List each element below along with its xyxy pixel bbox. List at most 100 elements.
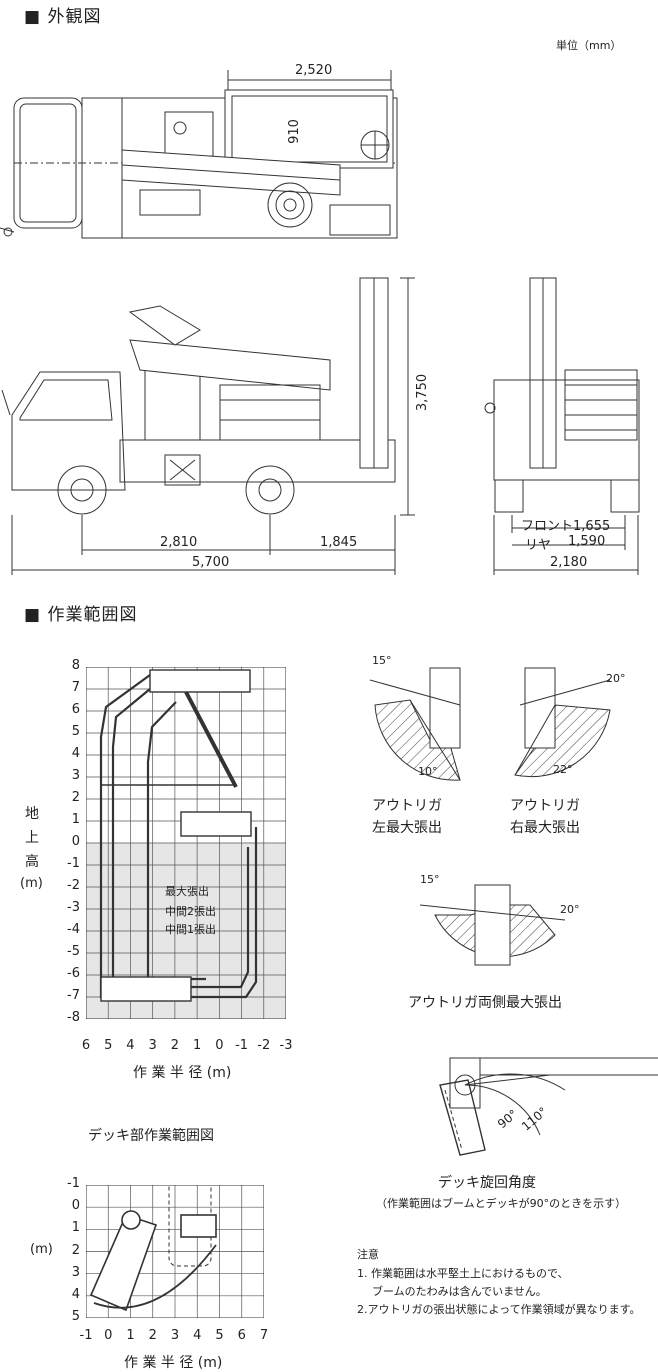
notes-line-1: 1. 作業範囲は水平堅土上におけるもので、 — [357, 1267, 569, 1280]
tick-label: 2 — [71, 790, 80, 805]
main-ylabel-unit: (m) — [20, 876, 43, 891]
tick-label: 0 — [71, 834, 80, 849]
angle-20-right: 20° — [606, 672, 626, 685]
dim-overall-height: 3,750 — [415, 373, 431, 412]
outrigger-left-label-2: 左最大張出 — [372, 820, 442, 836]
tick-label: -1 — [67, 1176, 80, 1191]
tick-label: 5 — [71, 1309, 80, 1324]
tick-label: 3 — [71, 768, 80, 783]
angle-15-left: 15° — [372, 654, 392, 667]
main-ylabel-3: 高 — [25, 854, 39, 870]
tick-label: -2 — [257, 1038, 271, 1053]
exterior-drawings — [0, 70, 640, 575]
tick-label: -3 — [67, 900, 80, 915]
deck-xlabel: 作 業 半 径 (m) — [124, 1355, 223, 1371]
tick-label: 6 — [81, 1038, 91, 1053]
tick-label: -8 — [67, 1010, 80, 1025]
deck-rotation-diagram — [439, 1057, 658, 1156]
angle-22-right: 22° — [553, 763, 573, 776]
tick-label: 4 — [126, 1038, 135, 1053]
turret — [180, 811, 252, 837]
notes-line-2: ブームのたわみは含んでいません。 — [372, 1285, 547, 1298]
angle-15-both: 15° — [420, 873, 440, 886]
deck-pivot — [121, 1210, 141, 1230]
tick-label: -2 — [67, 878, 80, 893]
tick-label: 1 — [71, 1220, 80, 1236]
dim-top-width: 2,520 — [295, 63, 333, 78]
tick-label: 1 — [71, 812, 80, 827]
deck-rotation-note: （作業範囲はブームとデッキが90°のときを示す） — [376, 1197, 627, 1210]
main-xlabel: 作 業 半 径 (m) — [133, 1065, 232, 1081]
tick-label: 1 — [126, 1328, 135, 1343]
tick-label: 2 — [148, 1328, 157, 1343]
dim-rear-label: リヤ — [525, 538, 552, 553]
dim-rear-value: 1,590 — [568, 534, 606, 549]
dim-wheelbase: 2,810 — [160, 535, 198, 550]
notes-heading: 注意 — [357, 1248, 379, 1261]
tick-label: -7 — [67, 988, 80, 1003]
dim-overall-length: 5,700 — [192, 555, 230, 570]
angle-20-both: 20° — [560, 903, 580, 916]
legend-mid1: 中間1張出 — [165, 923, 216, 936]
deck-range-chart — [86, 1185, 264, 1318]
main-range-chart — [86, 667, 286, 1019]
tick-label: 5 — [71, 724, 80, 739]
basket-top — [149, 669, 251, 693]
tick-label: 0 — [104, 1328, 113, 1343]
tick-label: -1 — [235, 1038, 249, 1053]
outrigger-both-diagram — [419, 884, 566, 966]
dim-overall-width: 2,180 — [550, 555, 588, 570]
tick-label: 4 — [71, 746, 80, 761]
outrigger-both-label: アウトリガ両側最大張出 — [408, 995, 562, 1011]
deck-platform — [180, 1214, 217, 1238]
tick-label: -6 — [67, 966, 80, 981]
tick-label: -1 — [79, 1328, 93, 1343]
tick-label: 5 — [104, 1038, 113, 1053]
outrigger-right-label-1: アウトリガ — [510, 798, 580, 814]
tick-label: 0 — [71, 1198, 80, 1214]
outrigger-diagrams — [369, 667, 611, 966]
tick-label: 1 — [192, 1038, 202, 1053]
tick-label: 6 — [71, 702, 80, 717]
tick-label: 7 — [259, 1328, 269, 1343]
deck-chart-title: デッキ部作業範囲図 — [88, 1128, 214, 1144]
rear-view-drawing — [484, 277, 640, 575]
top-view-drawing — [0, 70, 398, 239]
deck-rotation-title: デッキ旋回角度 — [438, 1175, 536, 1191]
tick-label: -3 — [279, 1038, 293, 1053]
tick-label: 3 — [71, 1264, 80, 1280]
outrigger-right-diagram — [514, 667, 611, 778]
tick-label: 6 — [237, 1328, 246, 1343]
tick-label: -1 — [67, 856, 80, 871]
tick-label: 8 — [71, 658, 80, 673]
section-title-range: ■ 作業範囲図 — [24, 605, 138, 625]
tick-label: 2 — [71, 1242, 80, 1258]
tick-label: 4 — [193, 1328, 202, 1343]
tick-label: 3 — [170, 1328, 180, 1343]
tick-label: -4 — [67, 922, 80, 937]
side-view-drawing — [1, 277, 415, 575]
outrigger-right-label-2: 右最大張出 — [510, 820, 580, 836]
dim-top-height: 910 — [286, 119, 302, 144]
outrigger-left-diagram — [369, 667, 461, 781]
deck-ylabel: (m) — [30, 1242, 53, 1257]
tick-label: 2 — [170, 1038, 180, 1053]
angle-10-left: 10° — [418, 765, 438, 778]
legend-max: 最大張出 — [165, 885, 209, 898]
notes-line-3: 2.アウトリガの張出状態によって作業領域が異なります。 — [357, 1303, 641, 1316]
deck-boom — [89, 1214, 158, 1312]
main-ylabel-1: 地 — [25, 806, 39, 822]
outrigger-left-label-1: アウトリガ — [372, 798, 442, 814]
tick-label: 4 — [71, 1286, 80, 1302]
tick-label: 3 — [148, 1038, 157, 1053]
tick-label: -5 — [67, 944, 80, 959]
tick-label: 7 — [71, 680, 80, 695]
tick-label: 0 — [215, 1038, 224, 1053]
basket-bottom — [100, 976, 192, 1002]
section-title-exterior: ■ 外観図 — [24, 7, 102, 27]
unit-label: 単位（mm） — [556, 39, 622, 52]
tick-label: 5 — [215, 1328, 224, 1343]
dim-front-value: 1,655 — [573, 519, 611, 534]
dim-front-label: フロント — [521, 519, 574, 534]
dim-rear-overhang: 1,845 — [320, 535, 358, 550]
